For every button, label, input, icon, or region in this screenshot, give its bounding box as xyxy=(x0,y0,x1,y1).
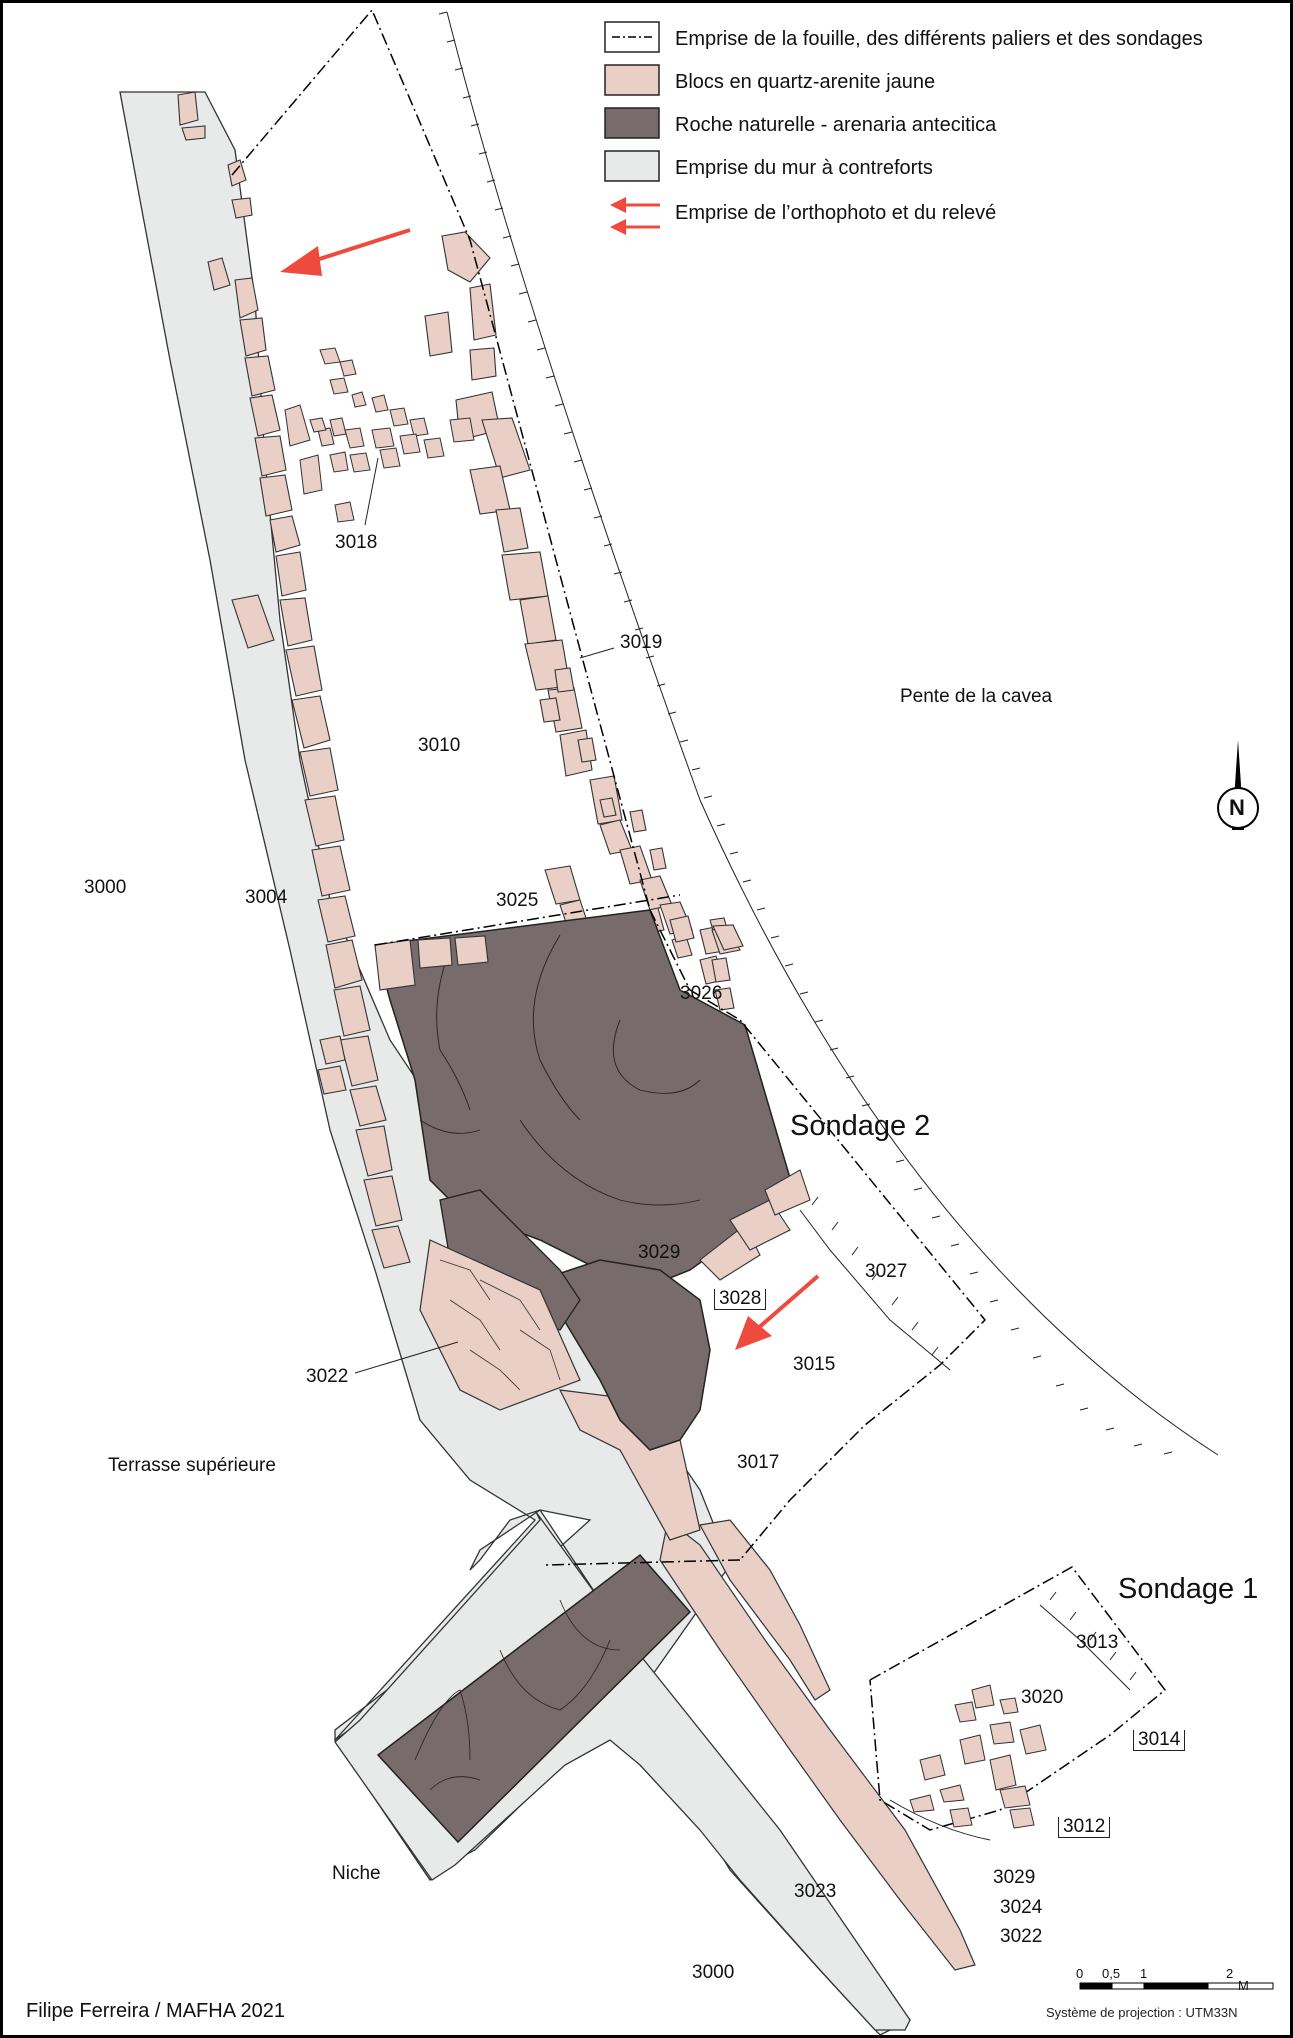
wall-lower-extension xyxy=(334,1511,911,2031)
unit-3017: 3017 xyxy=(737,1452,780,1473)
unit-3029-rock: 3029 xyxy=(638,1242,681,1263)
area-label-terrasse: Terrasse supérieure xyxy=(108,1455,276,1476)
area-label-pente-cavea: Pente de la cavea xyxy=(900,686,1053,707)
scale-tick-2: 2 xyxy=(1226,1966,1234,1981)
unit-3000-south: 3000 xyxy=(692,1962,735,1983)
scale-tick-0: 0 xyxy=(1076,1966,1084,1981)
scale-tick-05: 0,5 xyxy=(1102,1966,1121,1981)
unit-3012: 3012 xyxy=(1058,1817,1111,1838)
sondage-1-label: Sondage 1 xyxy=(1118,1573,1259,1605)
unit-3029-sondage1: 3029 xyxy=(993,1867,1036,1888)
cavea-ruler xyxy=(438,11,1219,1456)
unit-3004: 3004 xyxy=(245,887,288,908)
unit-3018: 3018 xyxy=(335,532,378,553)
legend-excavation-limit: Emprise de la fouille, des différents pa… xyxy=(675,28,1203,50)
legend-natural-rock: Roche naturelle - arenaria antecitica xyxy=(675,114,997,136)
sondage2-edge xyxy=(799,1196,951,1371)
orthophoto-arrow-south xyxy=(735,1274,820,1350)
unit-3022-east: 3022 xyxy=(1000,1926,1043,1947)
mosaic-3022-pattern xyxy=(439,1259,561,1391)
legend-buttress-wall: Emprise du mur à contreforts xyxy=(675,157,933,179)
mosaic-3022 xyxy=(419,1239,581,1411)
north-arrow xyxy=(1217,740,1259,830)
west-stone-alignment xyxy=(177,91,411,1269)
sondage1-stones xyxy=(909,1684,1047,1829)
unit-3027: 3027 xyxy=(865,1261,908,1282)
projection-note: Système de projection : UTM33N xyxy=(1046,2005,1238,2020)
niche-rock-cracks xyxy=(414,1599,621,1791)
east-stone-alignment xyxy=(424,231,744,1011)
unit-3015: 3015 xyxy=(793,1354,836,1375)
unit-3026: 3026 xyxy=(680,983,723,1004)
wall-pink-blocks-lower xyxy=(699,1519,831,1701)
unit-3028: 3028 xyxy=(714,1289,767,1310)
unit-3022-west: 3022 xyxy=(306,1366,349,1387)
sondage1-edge xyxy=(889,1591,1137,1841)
scale-bar xyxy=(1079,1982,1274,1990)
scale-unit: M xyxy=(1238,1978,1249,1993)
unit-3014: 3014 xyxy=(1133,1730,1186,1751)
unit-3010: 3010 xyxy=(418,735,461,756)
lower-block-strip xyxy=(659,1518,976,1971)
legend-orthophoto-extent: Emprise de l’orthophoto et du relevé xyxy=(675,202,997,224)
unit-3013: 3013 xyxy=(1076,1632,1119,1653)
credit-line: Filipe Ferreira / MAFHA 2021 xyxy=(26,2000,285,2022)
unit-3000-west: 3000 xyxy=(84,877,127,898)
orthophoto-arrow-north xyxy=(280,228,411,276)
excavation-limits xyxy=(231,8,1167,1831)
scale-tick-1: 1 xyxy=(1140,1966,1148,1981)
niche-rock xyxy=(376,1553,692,1844)
north-letter: N xyxy=(1229,795,1245,820)
unit-3024: 3024 xyxy=(1000,1897,1043,1918)
unit-3019: 3019 xyxy=(620,632,663,653)
scattered-stones-3018 xyxy=(284,347,475,523)
area-label-niche: Niche xyxy=(332,1863,381,1884)
rock-lower-mass xyxy=(538,1259,711,1451)
pink-blocks-rock-top xyxy=(374,935,811,1281)
natural-rock-cracks xyxy=(419,934,701,1206)
leader-lines xyxy=(354,457,615,1374)
unit-3020: 3020 xyxy=(1021,1687,1064,1708)
unit-3023: 3023 xyxy=(794,1881,837,1902)
unit-3025: 3025 xyxy=(496,890,539,911)
legend-graphics xyxy=(604,21,660,235)
sondage-2-label: Sondage 2 xyxy=(790,1110,931,1142)
legend-quartz-blocks: Blocs en quartz-arenite jaune xyxy=(675,71,936,93)
